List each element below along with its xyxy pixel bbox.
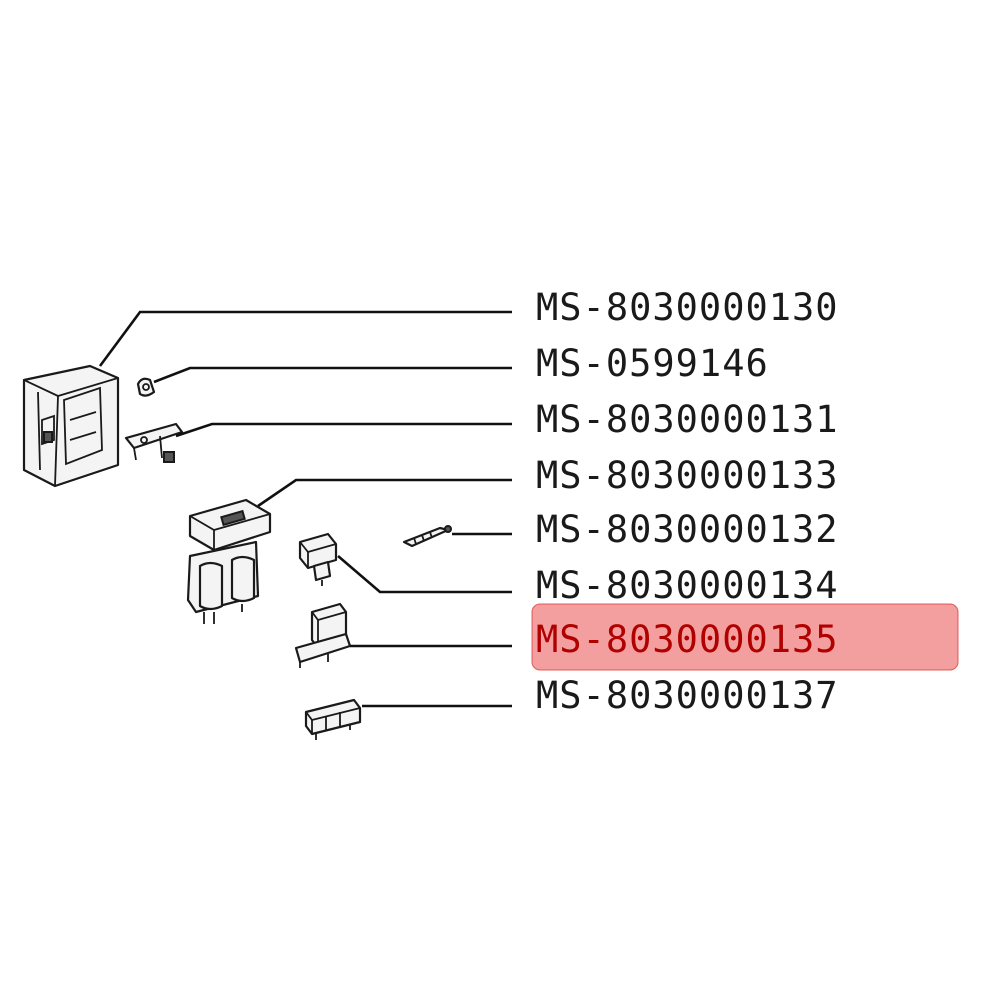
part-label-p8[interactable]: MS-8030000137 xyxy=(536,674,839,717)
part-label-p2[interactable]: MS-0599146 xyxy=(536,342,769,385)
lever-switch-icon[interactable] xyxy=(294,602,352,668)
leader-line-p6 xyxy=(337,555,512,594)
leader-line-p4 xyxy=(257,478,512,508)
selected-part-highlight xyxy=(531,603,959,671)
leader-line-p2 xyxy=(153,366,512,384)
leader-line-p3 xyxy=(175,422,512,438)
spring-pin-icon[interactable] xyxy=(402,525,452,548)
bracket-icon[interactable] xyxy=(124,422,184,463)
part-label-p4[interactable]: MS-8030000133 xyxy=(536,454,839,497)
leader-line-p1 xyxy=(98,310,512,367)
small-switch-icon[interactable] xyxy=(298,532,338,586)
housing-frame-icon[interactable] xyxy=(22,364,120,488)
part-label-p6[interactable]: MS-8030000134 xyxy=(536,564,839,607)
part-label-p3[interactable]: MS-8030000131 xyxy=(536,398,839,441)
part-label-p5[interactable]: MS-8030000132 xyxy=(536,508,839,551)
part-label-p7[interactable]: MS-8030000135 xyxy=(536,618,839,661)
clip-icon[interactable] xyxy=(136,377,156,397)
part-label-p1[interactable]: MS-8030000130 xyxy=(536,286,839,329)
button-switch-block-icon[interactable] xyxy=(186,498,272,624)
connector-block-icon[interactable] xyxy=(304,698,362,740)
